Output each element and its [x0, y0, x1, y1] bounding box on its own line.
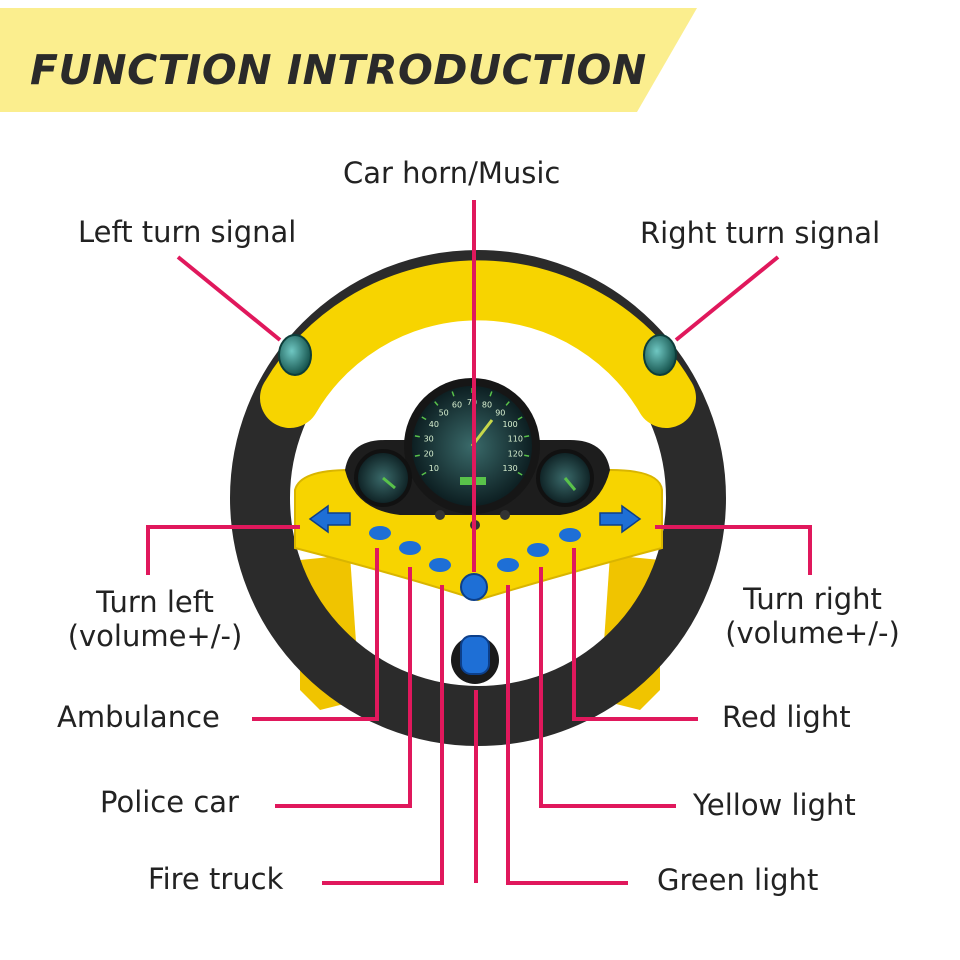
- label-right-turn-signal: Right turn signal: [640, 216, 881, 250]
- speedometer-tick-mark: [505, 401, 510, 406]
- label-ambulance: Ambulance: [57, 700, 220, 734]
- speedometer-tick-mark: [414, 435, 420, 438]
- speedometer-tick-mark: [421, 471, 427, 476]
- yellow-light-button[interactable]: [527, 543, 549, 557]
- header-banner: FUNCTION INTRODUCTION: [0, 8, 700, 112]
- speedometer-tick-mark: [517, 416, 523, 421]
- label-turn-right: Turn right (volume+/-): [715, 582, 910, 650]
- speedometer-tick-label: 10: [429, 464, 439, 473]
- speedometer-tick-label: 110: [508, 434, 523, 443]
- dash-dot-left: [435, 510, 445, 520]
- speedometer-tick-mark: [489, 391, 493, 397]
- speedometer-tick-label: 130: [502, 464, 517, 473]
- label-turn-left-line2: (volume+/-): [67, 619, 243, 653]
- speedometer-tick-mark: [524, 454, 530, 457]
- label-turn-right-line2: (volume+/-): [725, 616, 900, 650]
- red-light-button[interactable]: [559, 528, 581, 542]
- speedometer-tick-label: 90: [495, 408, 505, 417]
- speedometer-tick-label: 40: [429, 420, 439, 429]
- leader-police-car: [275, 567, 412, 808]
- label-turn-right-line1: Turn right: [743, 582, 882, 616]
- dash-dot-right: [500, 510, 510, 520]
- speedometer-tick-label: 80: [482, 401, 492, 410]
- ambulance-button[interactable]: [369, 526, 391, 540]
- label-green-light: Green light: [657, 863, 819, 897]
- label-left-turn-signal: Left turn signal: [78, 215, 297, 249]
- speedometer-tick-mark: [414, 454, 420, 457]
- speedometer-tick-mark: [517, 471, 523, 476]
- green-light-button[interactable]: [497, 558, 519, 572]
- label-fire-truck: Fire truck: [148, 862, 284, 896]
- turn-left-button[interactable]: [308, 504, 351, 534]
- speedometer-tick-label: 100: [502, 420, 517, 429]
- label-police-car: Police car: [100, 785, 239, 819]
- page-title: FUNCTION INTRODUCTION: [30, 46, 647, 94]
- label-yellow-light: Yellow light: [693, 788, 856, 822]
- speedometer-tick-mark: [434, 401, 439, 406]
- speedometer-tick-label: 60: [452, 401, 462, 410]
- leader-green-light: [506, 585, 628, 885]
- leader-turn-right: [655, 525, 812, 575]
- speedometer-tick-label: 50: [439, 408, 449, 417]
- leader-ambulance: [252, 548, 379, 721]
- turn-right-button[interactable]: [599, 504, 642, 534]
- left-gauge-needle: [382, 476, 396, 490]
- speedometer-tick-mark: [421, 416, 427, 421]
- right-turn-signal-light: [643, 334, 677, 376]
- right-gauge-needle: [563, 477, 577, 491]
- car-horn-button[interactable]: [460, 573, 488, 601]
- leader-right-turn-signal: [674, 255, 780, 342]
- label-turn-left: Turn left (volume+/-): [60, 585, 250, 653]
- speedometer-tick-mark: [451, 391, 455, 397]
- leader-lines: [146, 200, 812, 885]
- leader-left-turn-signal: [176, 255, 282, 342]
- speedometer-tick-label: 30: [424, 434, 434, 443]
- wheel-rim-top: [260, 260, 696, 428]
- speedometer-tick-label: 20: [424, 450, 434, 459]
- left-turn-signal-light: [278, 334, 312, 376]
- leader-fire-truck: [322, 585, 444, 885]
- leader-turn-left: [146, 525, 300, 575]
- speedometer-tick-mark: [524, 435, 530, 438]
- police-car-button[interactable]: [399, 541, 421, 555]
- ignition-key[interactable]: [460, 635, 490, 675]
- label-turn-left-line1: Turn left: [96, 585, 214, 619]
- fire-truck-button[interactable]: [429, 558, 451, 572]
- leader-yellow-light: [539, 567, 676, 808]
- leader-red-light: [572, 548, 698, 721]
- label-car-horn: Car horn/Music: [343, 156, 561, 190]
- label-red-light: Red light: [722, 700, 851, 734]
- banner-shape: [0, 8, 697, 112]
- speedometer-tick-label: 120: [508, 450, 523, 459]
